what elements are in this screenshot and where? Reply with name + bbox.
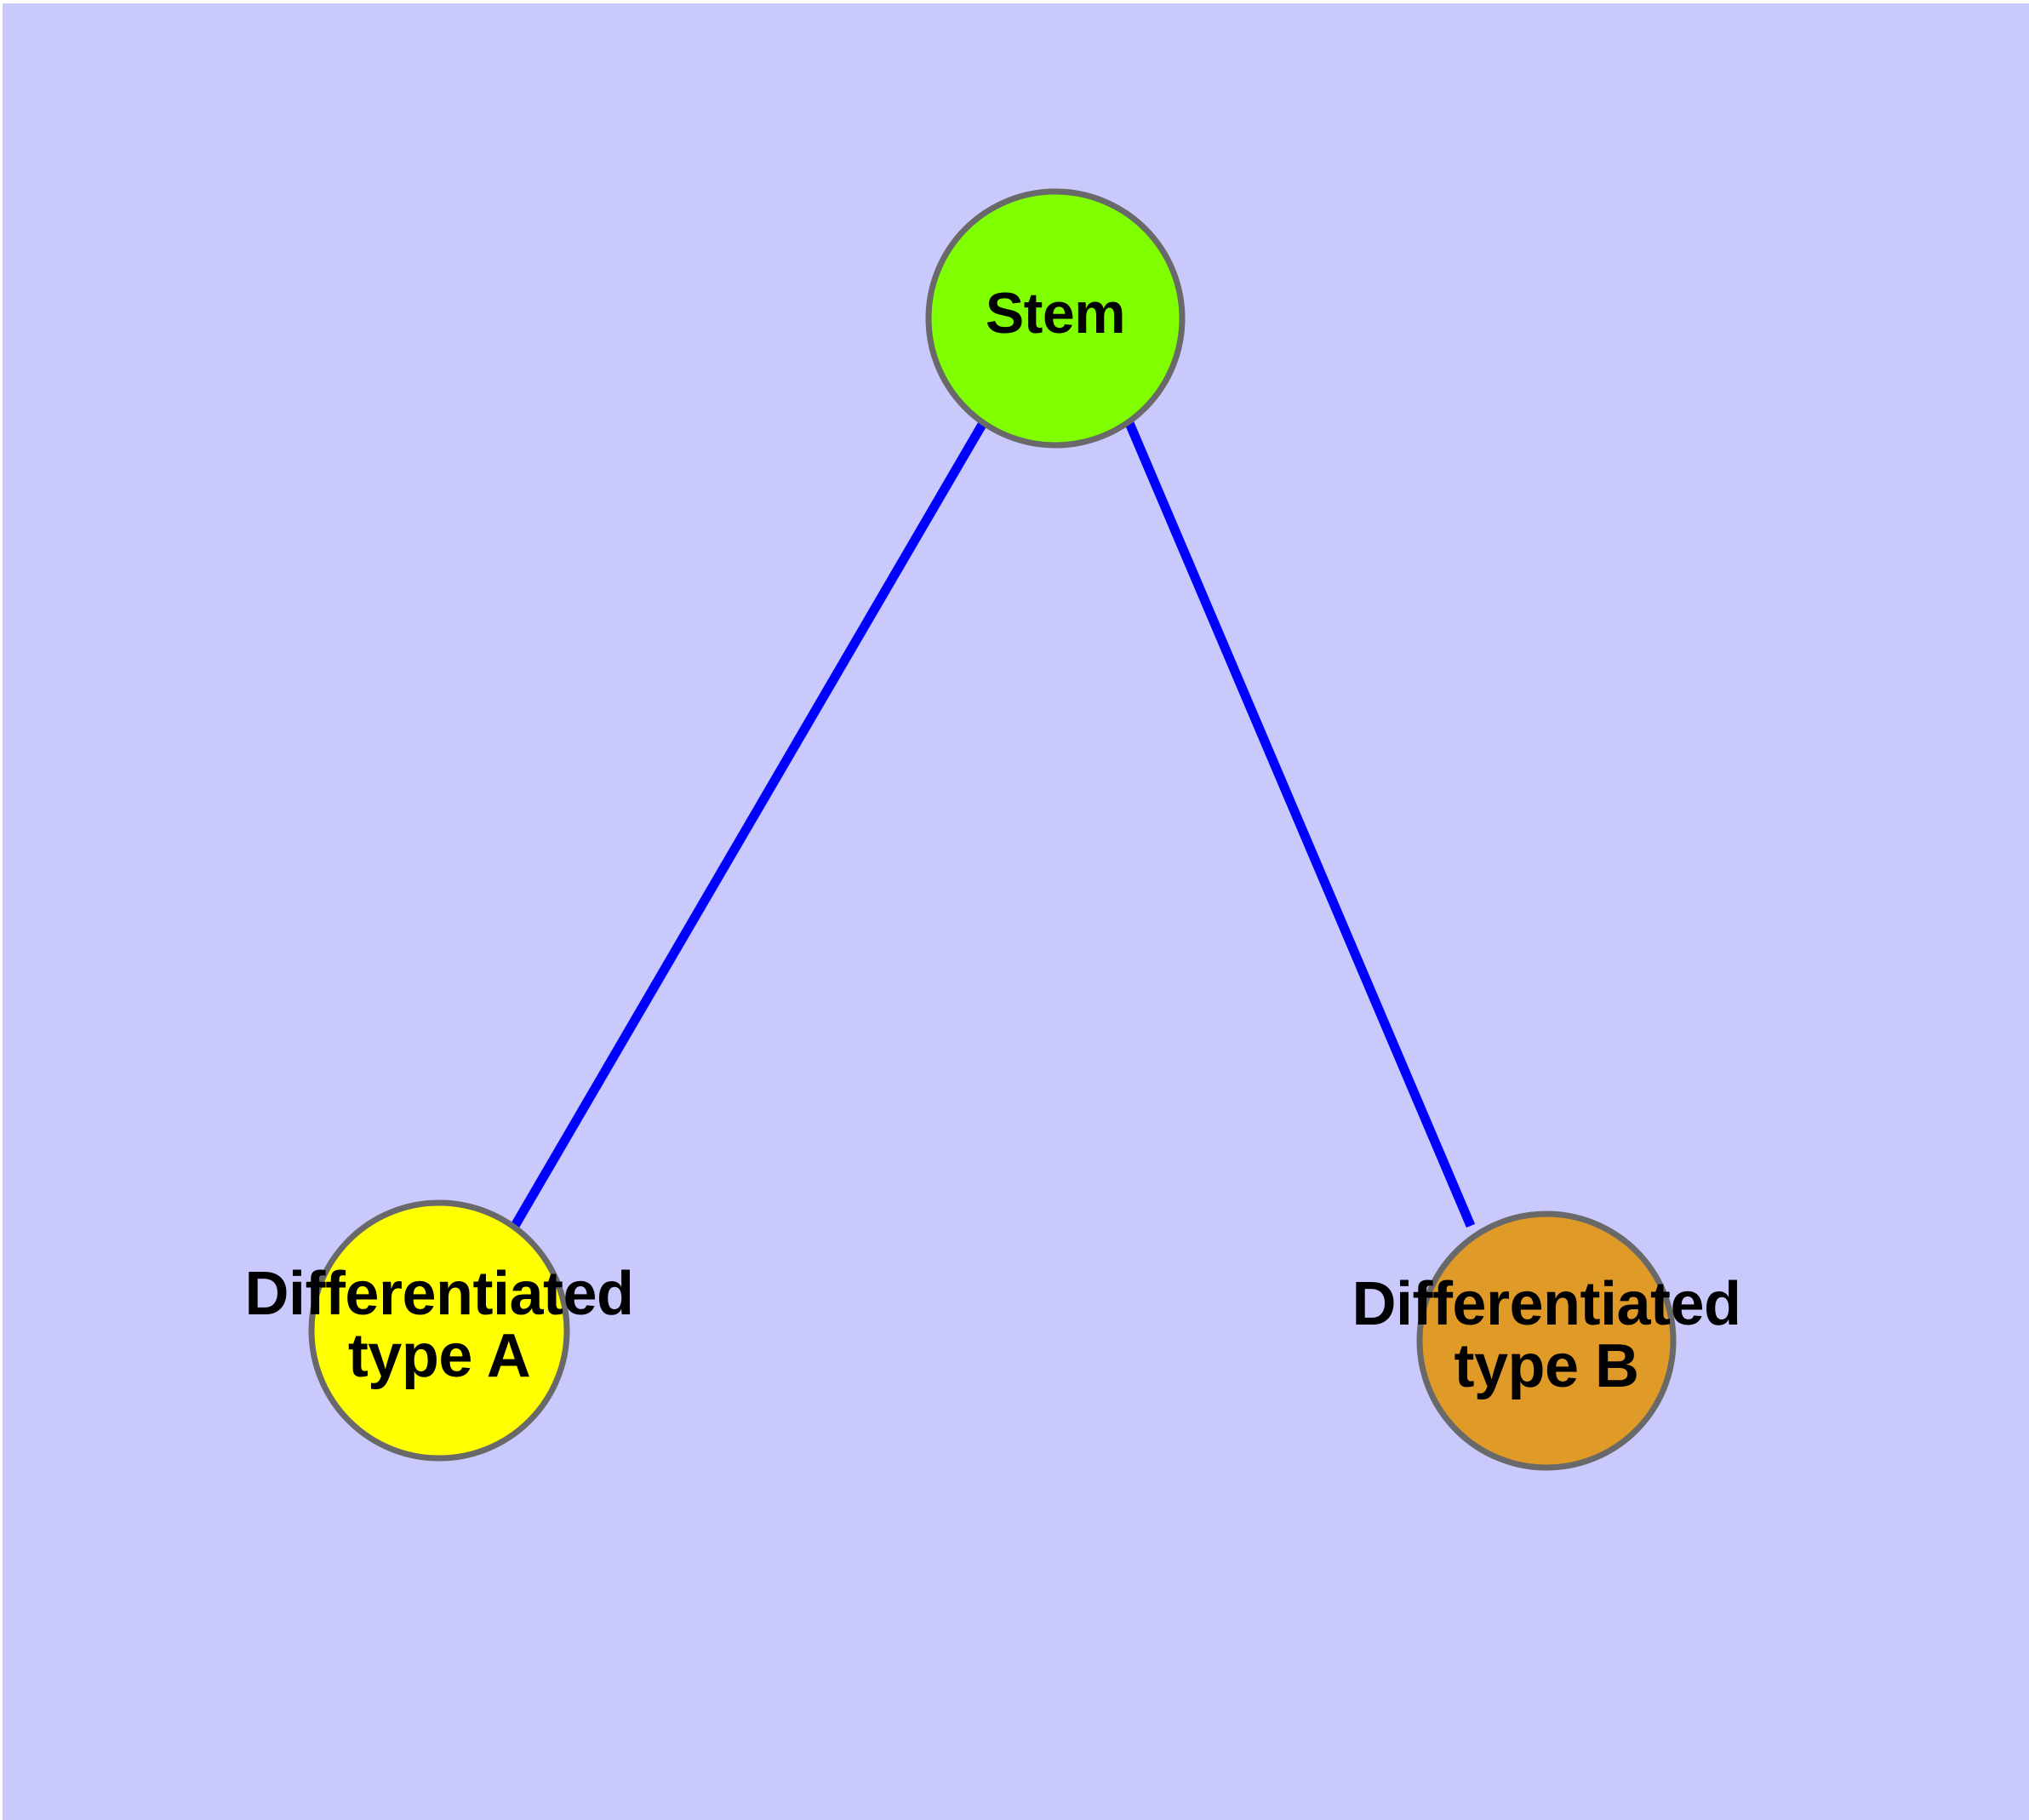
node-layer	[308, 188, 1677, 1471]
graph-node-diff_b[interactable]	[1416, 1210, 1677, 1471]
graph-edge-stem-diff_b[interactable]	[1124, 421, 1476, 1228]
graph-edge-stem-diff_a[interactable]	[511, 421, 987, 1228]
graph-node-stem[interactable]	[925, 188, 1186, 449]
graph-node-diff_a[interactable]	[308, 1199, 570, 1462]
edge-layer	[511, 421, 1476, 1228]
